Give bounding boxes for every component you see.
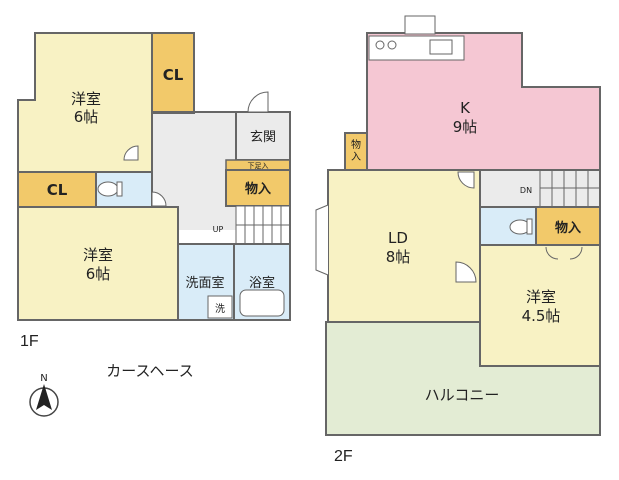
closet-b-label: CL <box>47 181 68 199</box>
door-swing-kitchen <box>457 171 475 189</box>
washer-box <box>207 295 233 319</box>
closet-a-label: CL <box>163 66 184 84</box>
stairs-up-label: UP <box>213 225 224 234</box>
bathtub <box>239 289 285 317</box>
entrance-1f <box>235 111 291 161</box>
kitchen-name: K <box>460 99 471 117</box>
bedroom-2f <box>479 244 601 367</box>
bedroom-2f-name: 洋室 <box>526 288 556 306</box>
door-swing-bedroom-a <box>123 145 139 161</box>
carport-label: カースヘース <box>106 362 193 380</box>
washer-label: 洗 <box>215 303 225 315</box>
washroom-label: 洗面室 <box>185 275 224 291</box>
shoe-storage-label: 下足入 <box>248 162 269 170</box>
compass-label: N <box>40 373 47 384</box>
entrance-label: 玄関 <box>250 130 276 145</box>
floor-2 <box>315 15 601 436</box>
toilet-bowl-1f <box>97 181 119 197</box>
balcony-label: ハルコニー <box>425 386 500 404</box>
floor-1-tag: 1F <box>20 333 39 350</box>
bedroom-b-name: 洋室 <box>83 246 113 264</box>
bedroom-b-1f <box>17 206 179 321</box>
bathroom-label: 浴室 <box>249 275 275 291</box>
bedroom-2f-size: 4.5帖 <box>522 307 561 325</box>
floor-2-tag: 2F <box>334 448 353 465</box>
bay-window-2f <box>315 204 329 276</box>
storage-small-label-1: 物 <box>351 138 361 151</box>
compass-icon: N <box>29 373 59 417</box>
bedroom-a-size: 6帖 <box>74 108 99 126</box>
kitchen-size: 9帖 <box>453 118 478 136</box>
stairs-1f <box>235 205 291 245</box>
storage-small-label-2: 入 <box>351 152 361 163</box>
door-swing-entrance <box>247 91 269 113</box>
door-swing-ld <box>455 261 477 283</box>
storage-1f-label: 物入 <box>245 181 271 197</box>
door-swing-hall <box>151 191 167 207</box>
stairs-2f <box>539 170 600 207</box>
stairs-down-label: DN <box>520 186 532 195</box>
bedroom-b-size: 6帖 <box>86 265 111 283</box>
storage-2f-label: 物入 <box>555 220 581 236</box>
floor-1 <box>17 32 291 321</box>
storage-2f <box>535 206 601 246</box>
ld-name: LD <box>388 229 408 247</box>
corridor-wall-1f <box>152 111 291 320</box>
ld-size: 8帖 <box>386 248 411 266</box>
bedroom-a-name: 洋室 <box>71 90 101 108</box>
door-swing-bedroom-2f <box>545 246 583 260</box>
